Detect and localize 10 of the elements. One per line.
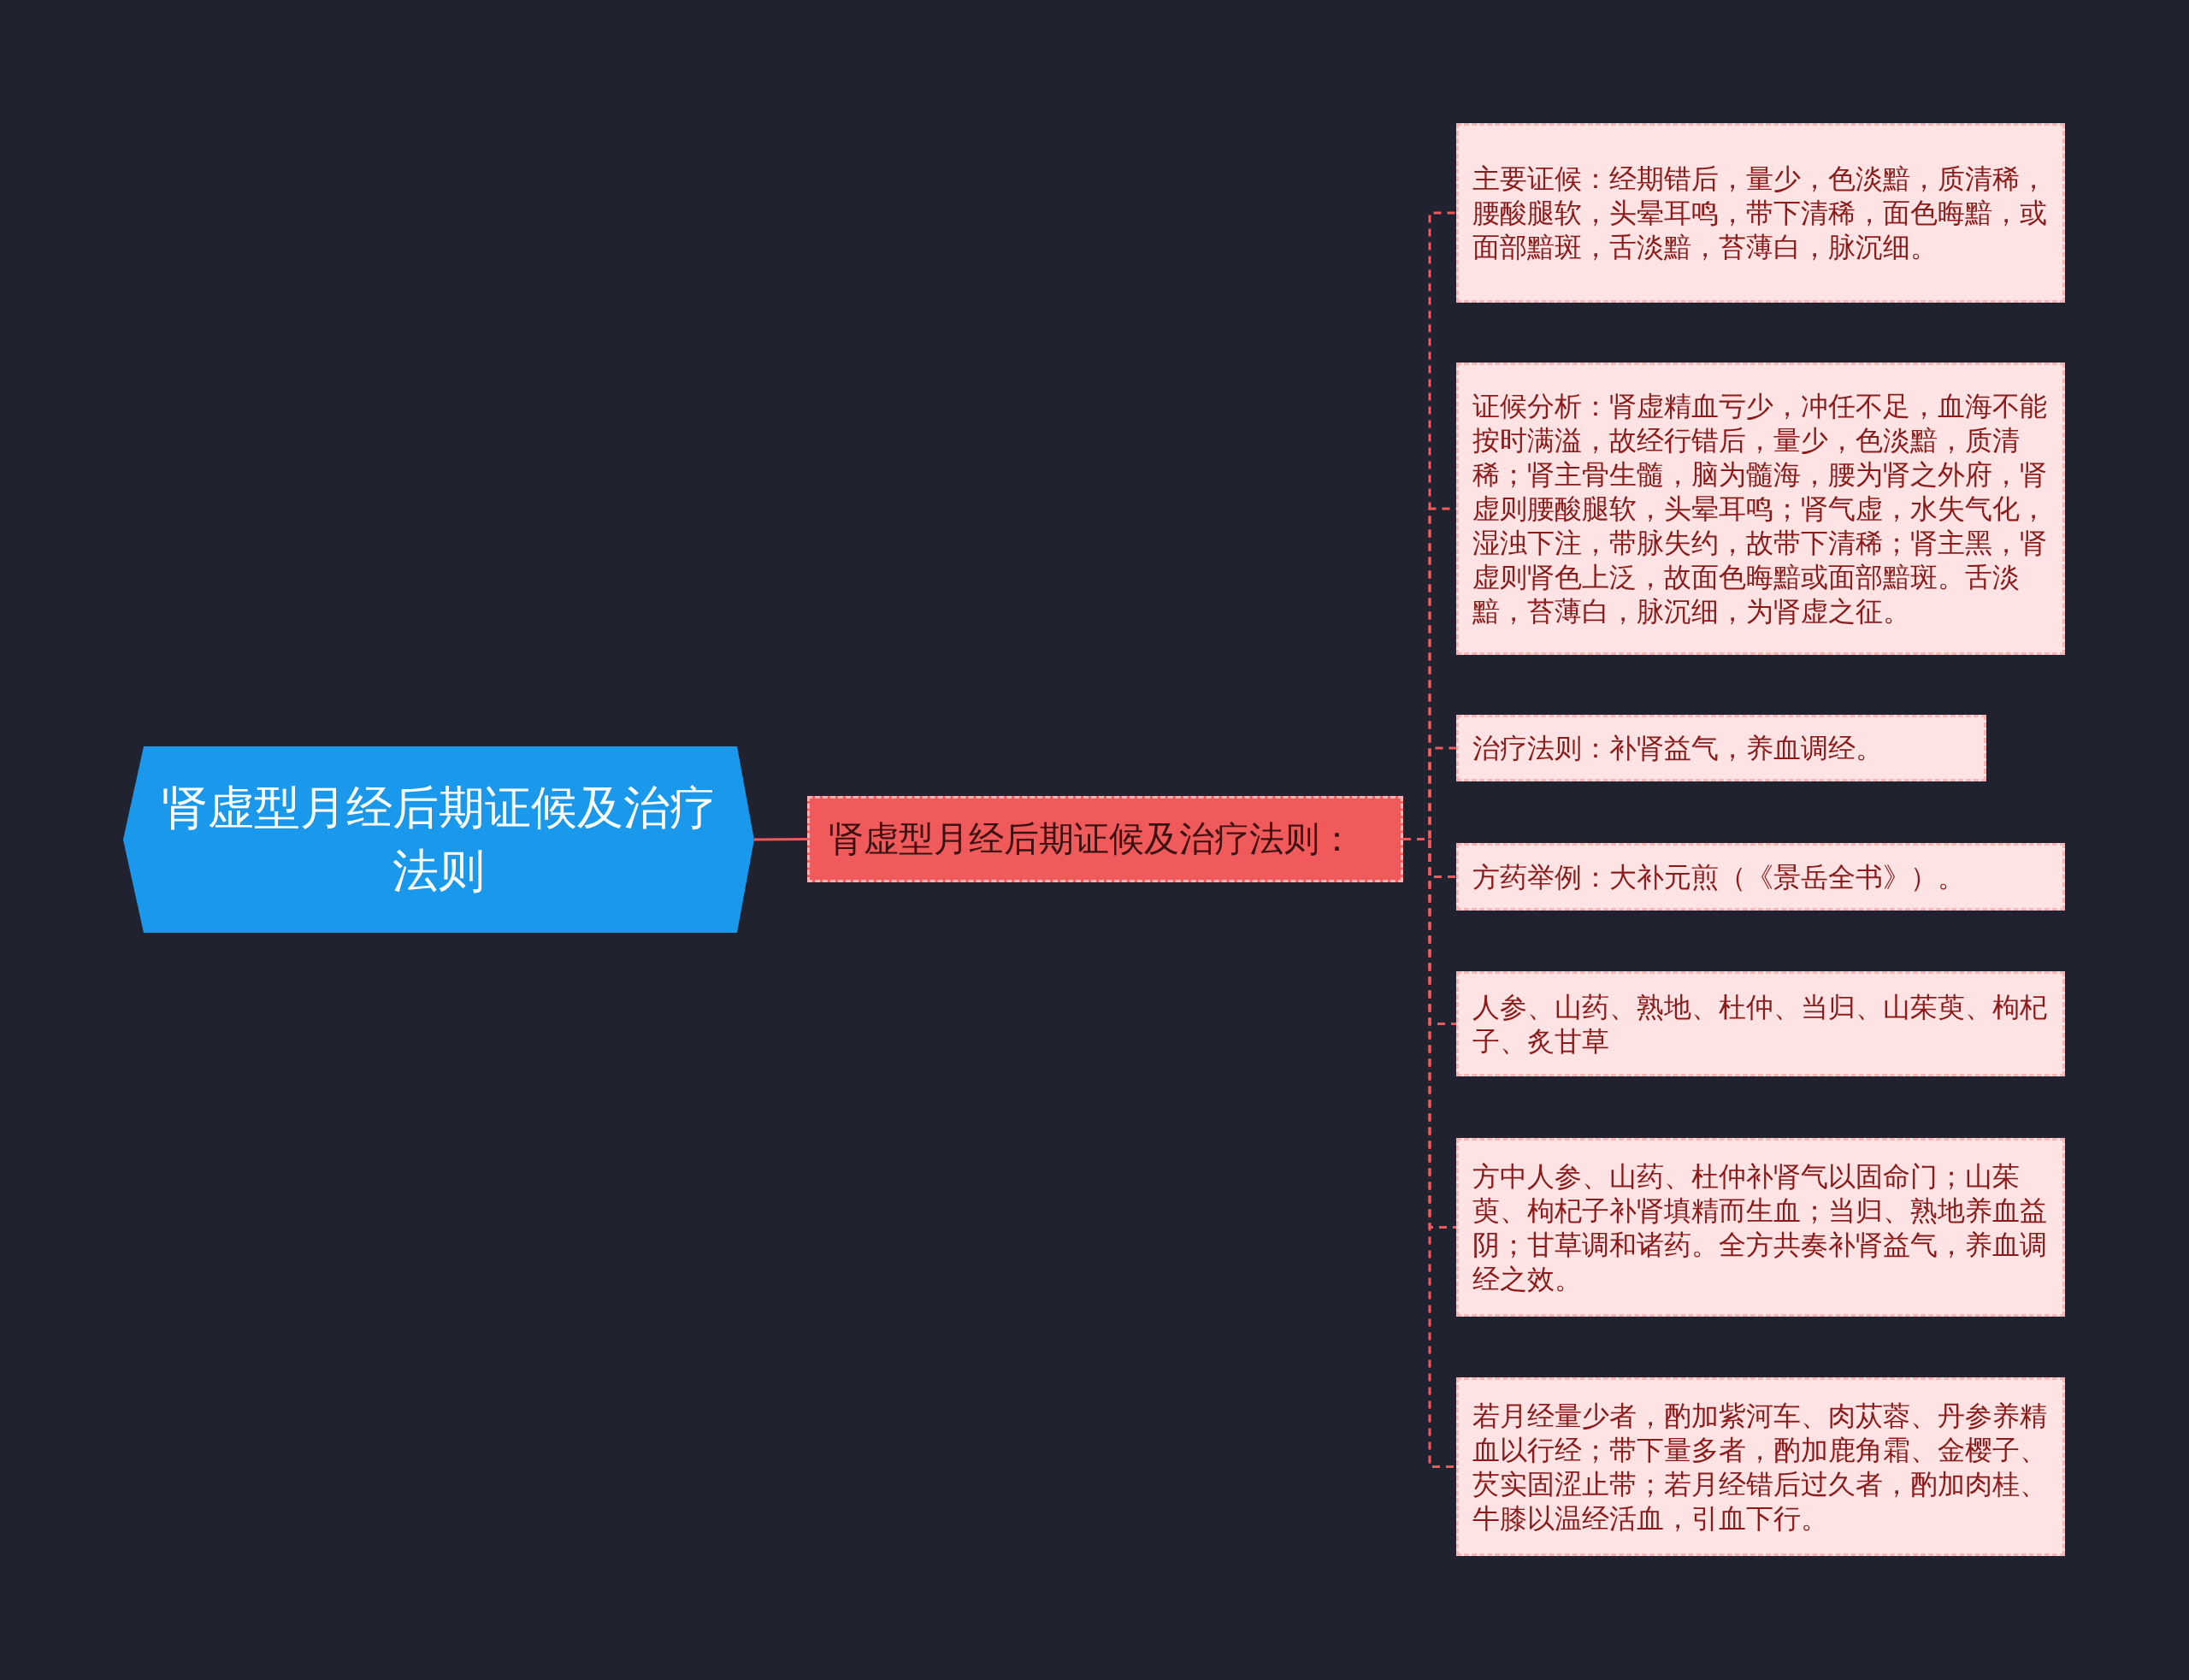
note-box: 若月经量少者，酌加紫河车、肉苁蓉、丹参养精血以行经；带下量多者，酌加鹿角霜、金樱子、芡实固涩止带；若月经错后过久者，酌加肉桂、牛膝以温经活血，引血下行。 — [1456, 1377, 2065, 1556]
connector — [754, 838, 807, 841]
topic-hexagon: 肾虚型月经后期证候及治疗法则 — [123, 746, 754, 933]
note-box: 方中人参、山药、杜仲补肾气以固命门；山茱萸、枸杞子补肾填精而生血；当归、熟地养血益阴；甘草调和诸药。全方共奏补肾益气，养血调经之效。 — [1456, 1138, 2065, 1317]
branch-box: 肾虚型月经后期证候及治疗法则： — [807, 796, 1403, 882]
note-box: 主要证候：经期错后，量少，色淡黯，质清稀，腰酸腿软，头晕耳鸣，带下清稀，面色晦黯，或面部黯斑，舌淡黯，苔薄白，脉沉细。 — [1456, 123, 2065, 303]
note-box: 人参、山药、熟地、杜仲、当归、山茱萸、枸杞子、炙甘草 — [1456, 971, 2065, 1076]
note-box: 治疗法则：补肾益气，养血调经。 — [1456, 715, 1986, 781]
note-box: 证候分析：肾虚精血亏少，冲任不足，血海不能按时满溢，故经行错后，量少，色淡黯，质清稀；肾主骨生髓，脑为髓海，腰为肾之外府，肾虚则腰酸腿软，头晕耳鸣；肾气虚，水失气化，湿浊下注，带脉失约，故带下清稀；肾主黑，肾虚则肾色上泛，故面色晦黯或面部黯斑。舌淡黯，苔薄白，脉沉细，为肾虚之征。 — [1456, 363, 2065, 655]
note-box: 方药举例：大补元煎（《景岳全书》）。 — [1456, 843, 2065, 911]
